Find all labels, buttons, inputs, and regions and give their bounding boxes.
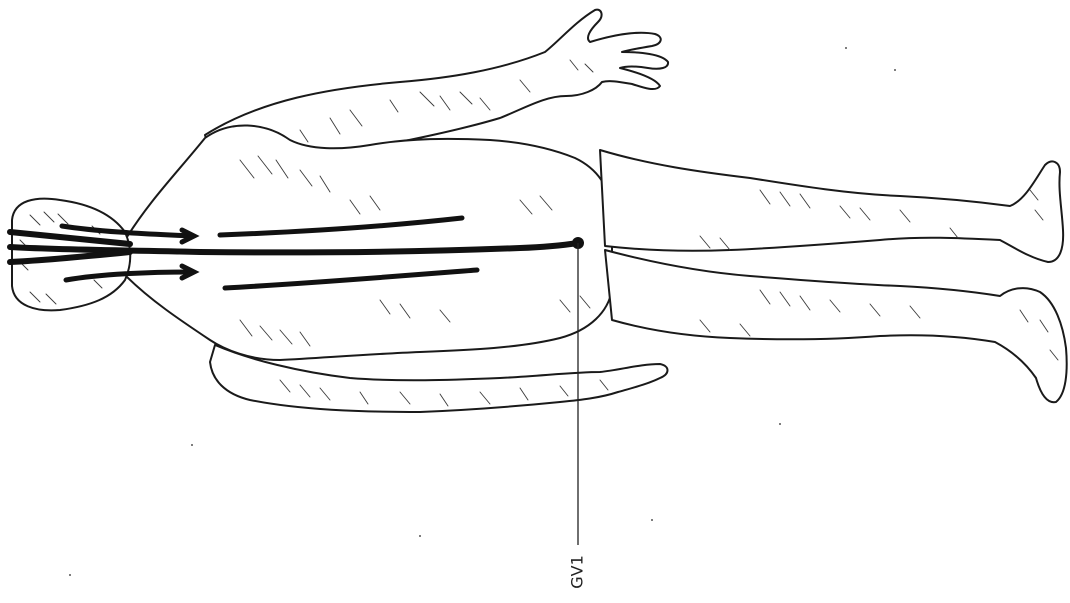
torso [125, 125, 612, 360]
lower-leg [605, 250, 1067, 402]
upper-leg [600, 150, 1063, 262]
gv1-label: GV1 [568, 555, 587, 589]
